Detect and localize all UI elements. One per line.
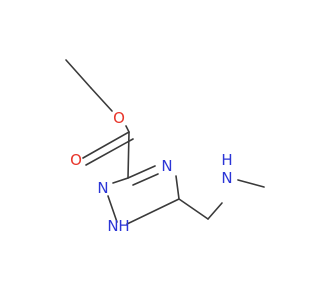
amine-nitrogen-label: N [221, 169, 232, 187]
atom-labels: O O N N N H N H [70, 109, 233, 235]
bond-nh-ch3 [237, 179, 265, 188]
amine-hydrogen-label: H [221, 151, 232, 169]
bond-c5-n1 [126, 198, 180, 225]
bond-ch3-ch2 [65, 59, 92, 89]
ring-n4-label: N [161, 157, 172, 175]
ring-n1h-hydrogen-label: H [118, 217, 129, 235]
bond-c3-n4-a [127, 165, 156, 179]
structure-canvas: O O N N N H N H [65, 59, 265, 235]
ring-n1h-label: N [107, 217, 118, 235]
carbonyl-oxygen-label: O [70, 151, 82, 169]
bonds [65, 59, 265, 225]
molecule-structure: O O N N N H N H [65, 59, 265, 235]
bond-c3-n4-b [132, 173, 159, 186]
bond-n1-n2 [107, 195, 118, 223]
bond-carbonyl-ring-c3 [127, 131, 130, 179]
ring-n2-label: N [97, 179, 108, 197]
bond-c5-ch2 [178, 198, 209, 220]
bond-ch2-o [90, 87, 113, 112]
bond-n4-c5 [175, 175, 180, 200]
ester-oxygen-label: O [113, 109, 125, 127]
bond-o-carbonyl [125, 125, 130, 133]
bond-carbonyl-o-double-a [82, 131, 130, 159]
bond-ch2-nh [207, 202, 223, 220]
bond-n2-c3 [112, 177, 129, 184]
bond-carbonyl-o-double-b [85, 138, 134, 166]
